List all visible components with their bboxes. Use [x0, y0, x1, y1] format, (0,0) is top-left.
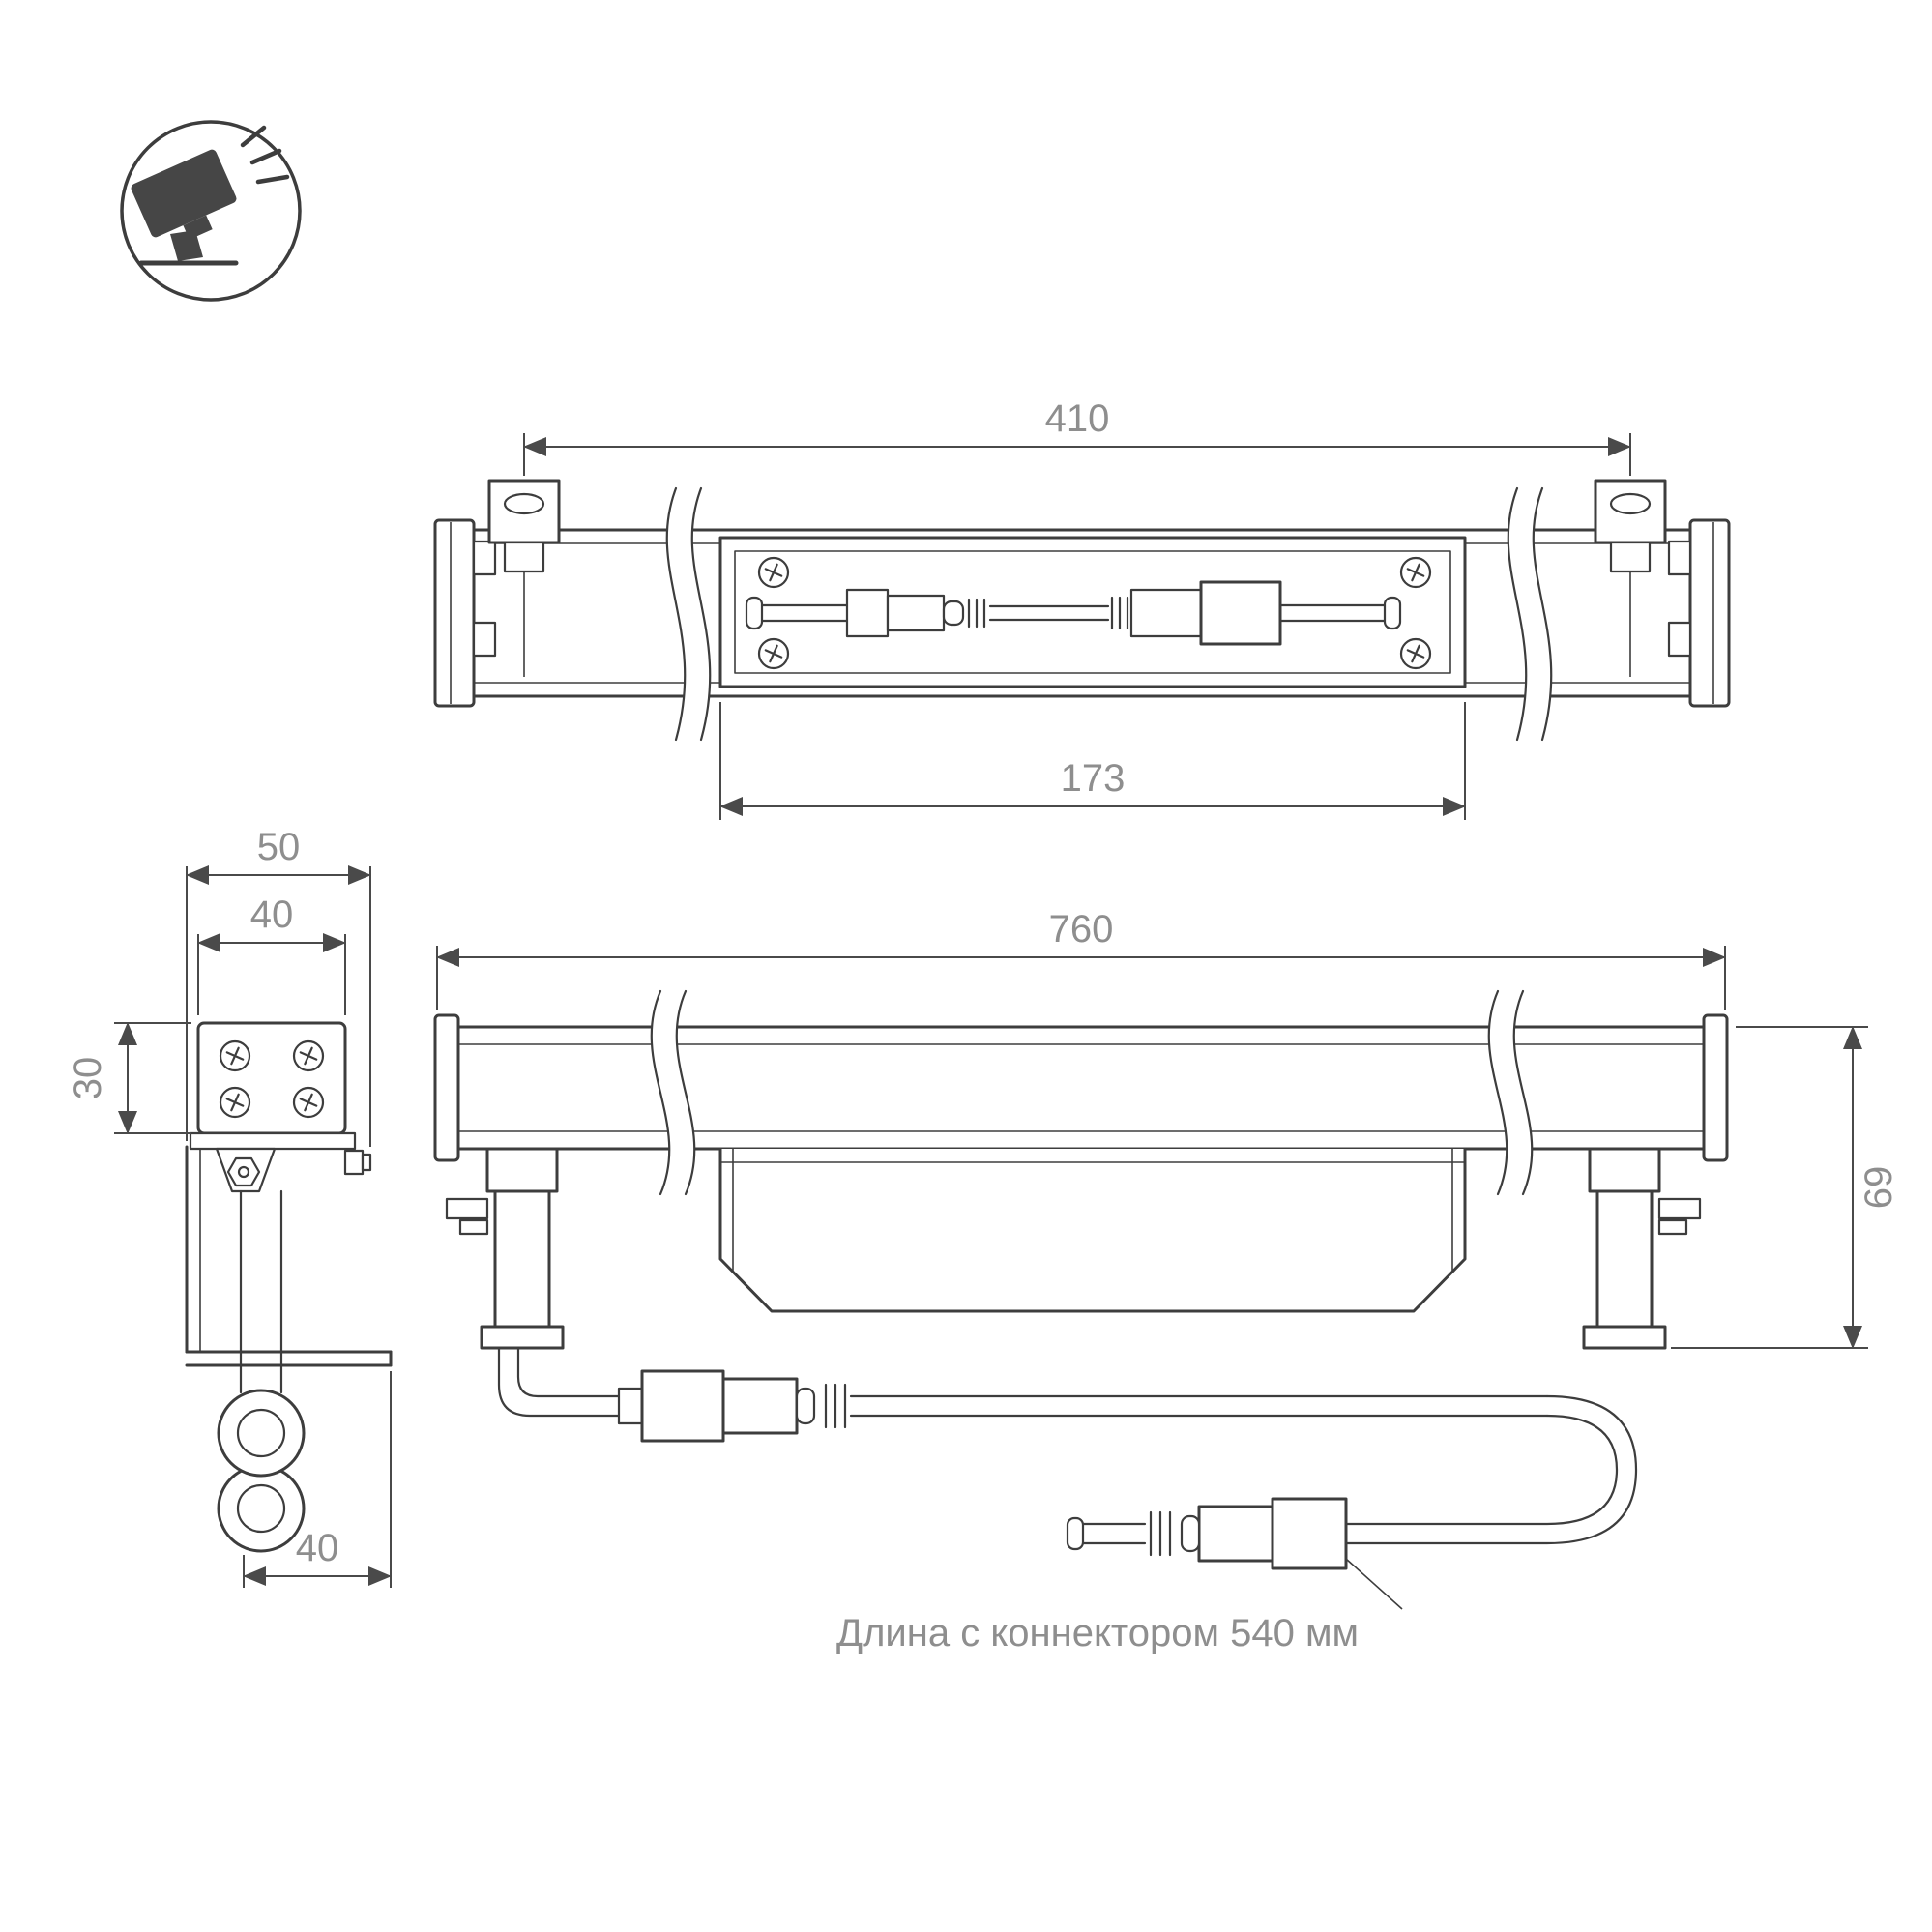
screw-icon [757, 637, 790, 670]
screw-icon [292, 1086, 325, 1119]
light-rays-icon [240, 125, 290, 185]
mounting-bracket-top-right [1594, 479, 1667, 677]
cable-side [217, 1189, 306, 1553]
end-cap-left [433, 1013, 460, 1162]
dim-173: 173 [719, 702, 1466, 820]
dim-label-173: 173 [1061, 757, 1126, 800]
dim-label-40-top: 40 [250, 893, 294, 936]
break-lines-top-left [665, 486, 712, 742]
front-view: 760 69 Длина с коннектором 540 мм [433, 908, 1900, 1654]
dim-label-69: 69 [1858, 1166, 1900, 1210]
dim-410: 410 [523, 397, 1631, 476]
screw-icon [219, 1039, 251, 1072]
break-lines-front-left [650, 989, 696, 1196]
clamp-side [215, 1147, 372, 1193]
dim-760: 760 [436, 908, 1726, 1010]
dim-label-760: 760 [1049, 908, 1114, 951]
end-cap-right [1702, 1013, 1729, 1162]
connector-pair-top [845, 580, 1282, 646]
break-lines-top-right [1507, 486, 1553, 742]
slot-hole [503, 492, 545, 515]
body-side [189, 1021, 357, 1151]
dim-label-30: 30 [67, 1057, 109, 1100]
dim-40-bottom: 40 [243, 1371, 392, 1588]
side-view: 50 40 30 40 [67, 826, 393, 1588]
mounting-bracket-front-right [1582, 1147, 1702, 1350]
screw-icon [292, 1039, 325, 1072]
dim-label-40-bottom: 40 [296, 1527, 339, 1569]
cable-top-view [745, 580, 1402, 646]
connector-length-note: Длина с коннектором 540 мм [836, 1612, 1359, 1654]
connector-lower [1066, 1497, 1348, 1570]
screw-icon [757, 556, 790, 589]
screw-icon [219, 1086, 251, 1119]
top-view: 410 173 [433, 397, 1731, 820]
lamp-body-front [718, 1147, 1467, 1313]
mounting-bracket-front-left [445, 1147, 565, 1350]
dim-40-top: 40 [197, 893, 346, 1015]
mounting-bracket-top-left [487, 479, 561, 677]
bracket-side [185, 1145, 393, 1367]
icon-circle [120, 120, 302, 302]
projector-leg [170, 230, 203, 261]
screw-icon [1399, 637, 1432, 670]
connector-upper [617, 1369, 847, 1443]
leader-line [1345, 1558, 1403, 1610]
screw-icon [1399, 556, 1432, 589]
hex-nut [226, 1156, 261, 1187]
dim-30: 30 [67, 1022, 191, 1134]
dim-50: 50 [186, 826, 371, 1147]
floodlight-icon [120, 120, 302, 302]
dim-label-50: 50 [257, 826, 301, 868]
dim-label-410: 410 [1045, 397, 1110, 440]
end-cap-right [1688, 518, 1731, 708]
slot-hole [1609, 492, 1652, 515]
mounting-panel-top [718, 536, 1467, 688]
end-cap-left [433, 518, 476, 708]
cable-front-view [497, 1346, 1638, 1570]
dim-69: 69 [1671, 1026, 1900, 1349]
break-lines-front-right [1487, 989, 1534, 1196]
profile-bar-front [433, 1013, 1729, 1162]
